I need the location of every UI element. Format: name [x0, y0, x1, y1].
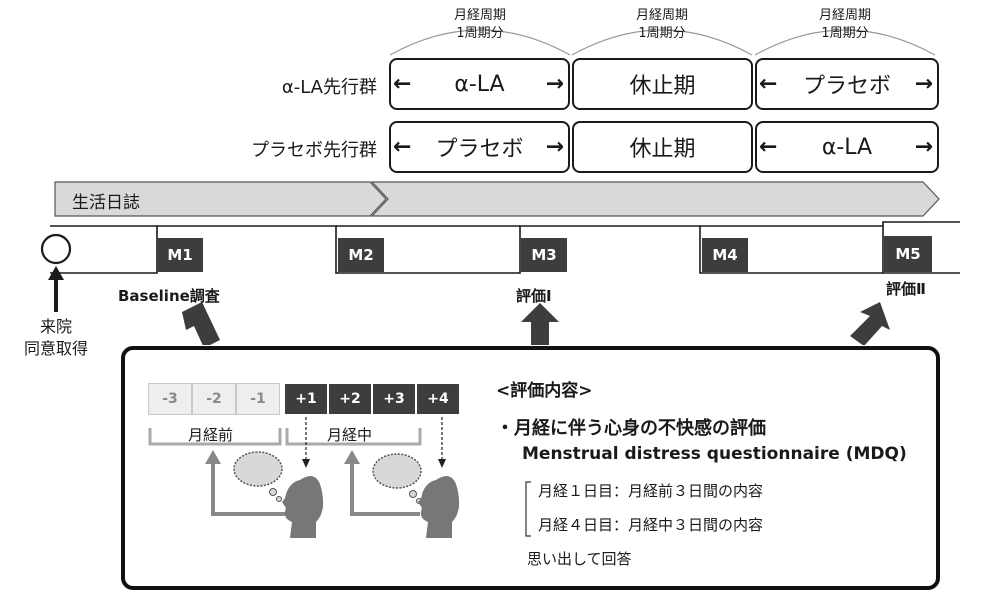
baseline-arrow-icon: [182, 302, 220, 345]
thought-bubble-icon-1: [233, 451, 283, 502]
day-cell-post: +4: [416, 383, 460, 415]
day-cell-pre: -1: [236, 383, 280, 415]
label-pre-menses: 月経前: [188, 426, 234, 444]
visit-circle: [40, 233, 72, 265]
thought-bubble-icon-2: [372, 453, 422, 504]
day-cell-pre: -2: [192, 383, 236, 415]
cycle-arc-2: [571, 29, 753, 56]
arrow-left-icon: ←: [393, 134, 412, 160]
diary-arrow-2: [370, 181, 940, 217]
label-during-menses: 月経中: [327, 426, 373, 444]
eval1-arrow-icon: [521, 303, 559, 345]
panel-subtitle: Menstrual distress questionnaire (MDQ): [522, 444, 907, 464]
diary-label: 生活日誌: [72, 193, 140, 213]
phase-box-placebo-3: ← α-LA →: [755, 121, 939, 173]
phase-box-ala-3: ← プラセボ →: [755, 58, 939, 110]
month-tag-m2: M2: [338, 238, 384, 272]
phase-box-placebo-2: 休止期: [572, 121, 753, 173]
person-head-icon-1: [282, 476, 324, 538]
arrow-right-icon: →: [914, 71, 933, 97]
eval2-label: 評価Ⅱ: [886, 280, 926, 298]
arrow-left-icon: ←: [759, 71, 778, 97]
eval1-label: 評価Ⅰ: [516, 287, 552, 305]
month-tag-m3: M3: [521, 238, 567, 272]
phase-box-ala-1: ← α-LA →: [389, 58, 570, 110]
cycle-arc-1: [389, 29, 571, 56]
panel-title: <評価内容>: [496, 381, 593, 401]
group-name-placebo: プラセボ先行群: [251, 140, 377, 161]
month-tag-m5: M5: [884, 236, 932, 272]
arrow-left-icon: ←: [759, 134, 778, 160]
arrow-right-icon: →: [914, 134, 933, 160]
baseline-label: Baseline調査: [118, 287, 220, 305]
person-head-icon-2: [418, 476, 460, 538]
arrow-right-icon: →: [545, 134, 564, 160]
eval2-arrow-icon: [850, 302, 890, 345]
panel-bullet: ・月経に伴う心身の不快感の評価: [496, 418, 766, 439]
diary-arrow-1: [54, 181, 387, 217]
visit-arrow-icon: [48, 266, 64, 280]
month-tag-m4: M4: [702, 238, 748, 272]
month-tag-m1: M1: [157, 238, 203, 272]
day-cell-pre: -3: [148, 383, 192, 415]
phase-box-placebo-1: ← プラセボ →: [389, 121, 570, 173]
cycle-arc-3: [754, 29, 936, 56]
group-name-ala: α-LA先行群: [281, 77, 377, 98]
day-cell-post: +1: [284, 383, 328, 415]
panel-item-2: 月経４日目：月経中３日間の内容: [538, 516, 764, 534]
phase-box-ala-2: 休止期: [572, 58, 753, 110]
panel-item-1: 月経１日目：月経前３日間の内容: [538, 482, 764, 500]
visit-label: 来院同意取得: [23, 317, 88, 358]
day-cell-post: +3: [372, 383, 416, 415]
panel-note: 思い出して回答: [527, 550, 632, 568]
arrow-right-icon: →: [545, 71, 564, 97]
day-cell-post: +2: [328, 383, 372, 415]
timeline: [50, 221, 960, 274]
top-diagram-graphics: [40, 29, 960, 345]
arrow-left-icon: ←: [393, 71, 412, 97]
